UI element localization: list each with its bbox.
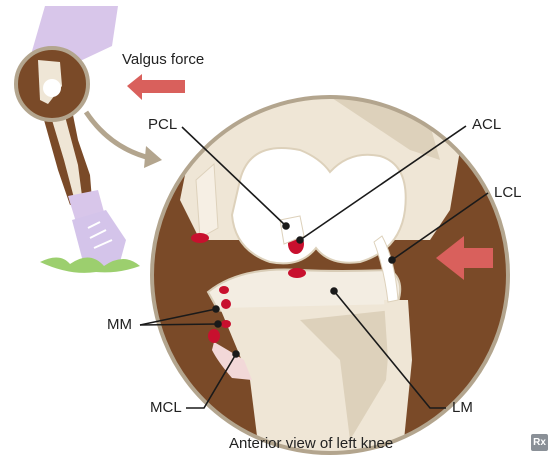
grass — [40, 257, 140, 272]
caption: Anterior view of left knee — [229, 436, 393, 451]
zoom-pointer-arrow — [86, 112, 150, 158]
valgus-force-label: Valgus force — [122, 52, 204, 67]
lm-label: LM — [452, 400, 473, 415]
torn-end-upper-left — [191, 233, 209, 243]
torn-end-mcl — [208, 329, 220, 343]
lcl-label: LCL — [494, 185, 522, 200]
torn-end-mm-3 — [221, 320, 231, 328]
leg-figure — [16, 6, 140, 273]
torn-end-mm-1 — [219, 286, 229, 294]
torn-end-mm-2 — [221, 299, 231, 309]
rx-logo: Rx — [531, 434, 548, 451]
mm-label: MM — [107, 317, 132, 332]
mm-leader-2 — [140, 324, 218, 325]
pcl-label: PCL — [148, 117, 177, 132]
valgus-force-arrow — [127, 74, 185, 100]
mcl-label: MCL — [150, 400, 182, 415]
torn-end-pcl — [288, 268, 306, 278]
acl-label: ACL — [472, 117, 501, 132]
